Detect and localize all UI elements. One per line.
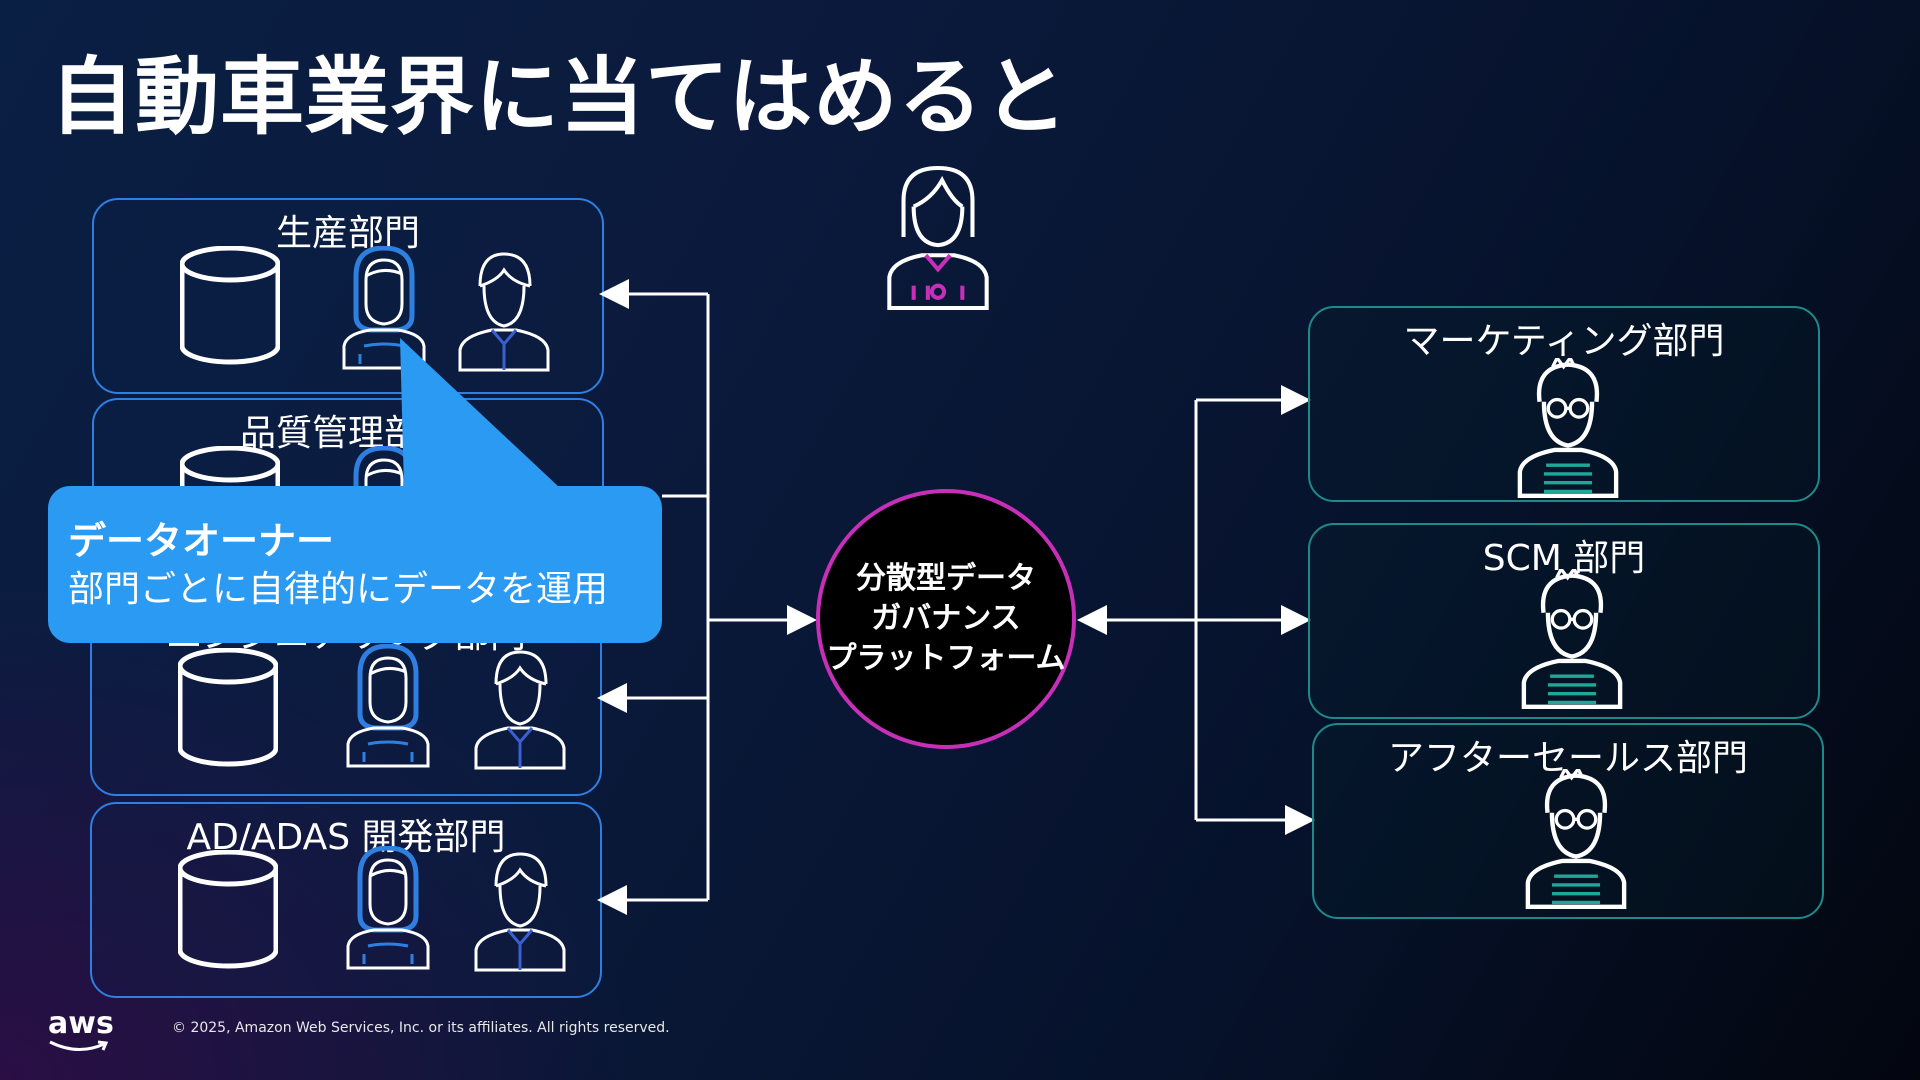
dept-marketing: マーケティング部門 (1308, 306, 1820, 502)
page-title: 自動車業界に当てはめると (50, 48, 1069, 146)
dept-production: 生産部門 (92, 198, 604, 394)
aws-logo-text: aws (48, 1006, 114, 1041)
governance-platform: 分散型データ ガバナンス プラットフォーム (816, 489, 1076, 749)
callout-title: データオーナー (68, 519, 335, 563)
dept-ad-adas: AD/ADAS 開発部門 (90, 802, 602, 998)
platform-label: 分散型データ ガバナンス プラットフォーム (826, 561, 1066, 676)
dept-scm: SCM 部門 (1308, 523, 1820, 719)
dept-label: マーケティング部門 (1403, 321, 1725, 362)
data-owner-callout (48, 486, 662, 643)
aws-logo: aws (48, 1006, 114, 1051)
callout-subtitle: 部門ごとに自律的にデータを運用 (68, 569, 609, 610)
aws-smile-icon (49, 1040, 109, 1051)
copyright: © 2025, Amazon Web Services, Inc. or its… (172, 1020, 670, 1036)
dept-after-sales: アフターセールス部門 (1312, 723, 1824, 919)
